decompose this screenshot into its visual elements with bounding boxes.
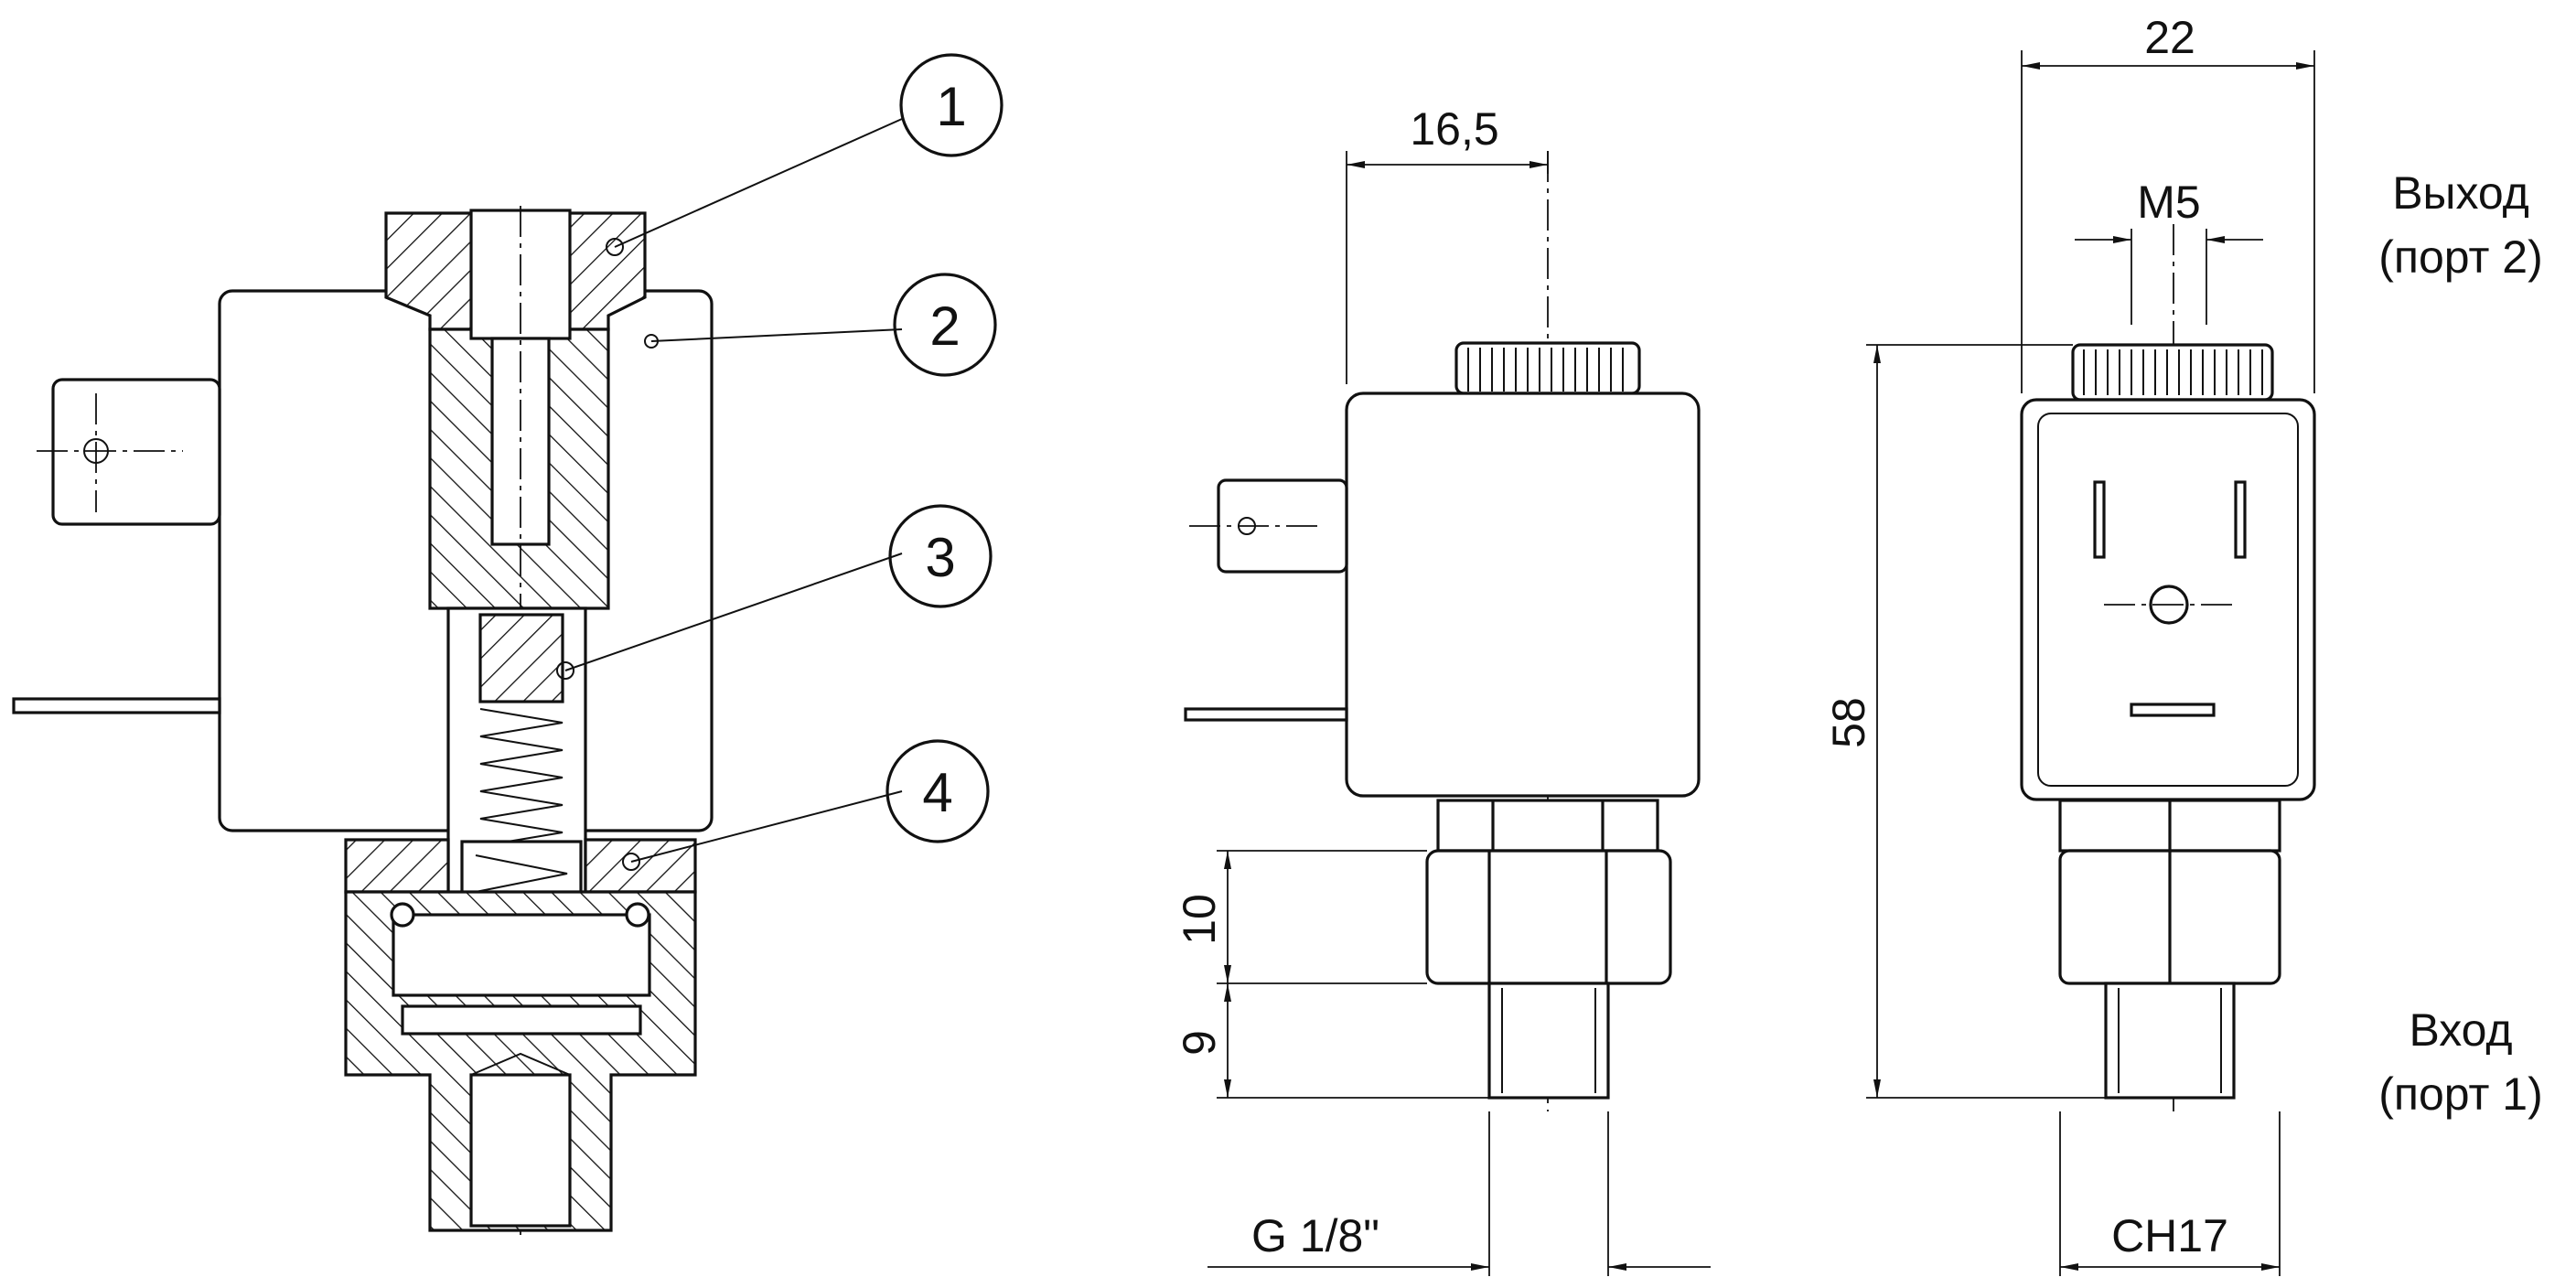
pin-left [2093,480,2106,559]
outlet-label-line2: (порт 2) [2378,231,2543,283]
callout-4: 4 [886,739,990,843]
lower-nut-right [584,838,697,894]
section-view: 1 2 3 4 [12,53,1004,1235]
callout-1: 1 [899,53,1004,157]
seat-passage [401,1004,642,1036]
dim-ch17: CH17 [2111,1210,2228,1261]
valve-seat-chamber [392,913,651,997]
lower-nut [344,838,450,894]
outlet-label-line1: Выход [2392,167,2529,219]
callout-3-label: 3 [925,527,955,588]
coil-body [1345,392,1701,798]
front-view: 22 M5 58 CH17 Выход (порт 2) Вход (порт … [1823,12,2543,1276]
knurl-lines [1467,348,1624,392]
threaded-stub [1487,982,1610,1100]
callout-2-label: 2 [929,295,960,357]
side-wire [1184,707,1348,722]
oring-right [625,902,650,928]
inlet-label-line2: (порт 1) [2378,1068,2543,1120]
spring [479,708,564,847]
callout-4-label: 4 [922,762,952,823]
hex-body [1425,849,1672,985]
dim-10: 10 [1174,894,1225,945]
callout-2: 2 [893,273,997,377]
callout-1-label: 1 [936,76,966,137]
inlet-bore [469,1073,572,1228]
inlet-label-line1: Вход [2409,1004,2512,1056]
dot-1 [606,238,624,256]
ground-pin [2130,703,2216,717]
front-knurled-cap [2071,343,2274,402]
spade-terminal [51,378,221,526]
callout-3: 3 [888,504,993,608]
dim-9: 9 [1174,1030,1225,1056]
front-threaded-stub [2104,982,2236,1100]
pin-right [2234,480,2247,559]
dim-16-5: 16,5 [1410,103,1498,155]
plunger-stop [478,613,564,703]
wire-lead [12,697,221,714]
dot-3 [556,661,574,680]
hex-nut-upper [1436,799,1659,853]
oring-left [390,902,415,928]
side-view: 16,5 10 9 G 1/8" [1174,103,1711,1276]
dim-g18: G 1/8" [1251,1210,1379,1261]
dim-22: 22 [2144,12,2195,63]
dim-m5: M5 [2137,177,2200,228]
dot-4 [622,853,640,871]
dim-58: 58 [1823,697,1874,748]
